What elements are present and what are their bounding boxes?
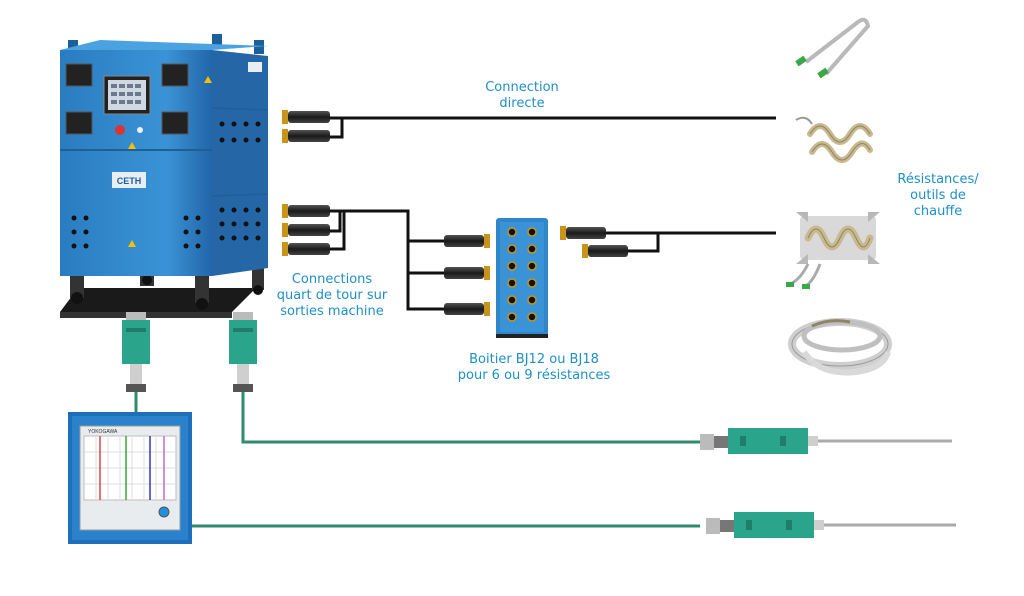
- power-plug-icon: [444, 266, 490, 280]
- power-plug-icon: [444, 234, 490, 248]
- machine-logo: CETH: [117, 176, 142, 186]
- temperature-recorder: YOKOGAWA: [68, 412, 192, 544]
- power-plug-icon: [282, 129, 330, 143]
- junction-box: [496, 218, 548, 338]
- probe-icon: [700, 428, 952, 454]
- power-plug-icon: [444, 302, 490, 316]
- thermocouple-plug-icon: [229, 312, 257, 392]
- power-plug-icon: [282, 110, 330, 124]
- heating-element-icon: [786, 212, 880, 289]
- power-cables: [330, 116, 776, 311]
- heat-treatment-machine: CETH: [60, 34, 269, 318]
- heating-element-icon: [795, 17, 871, 79]
- heating-element-icon: [788, 318, 892, 376]
- thermocouple-cables: [134, 392, 700, 528]
- heating-element-icon: [795, 116, 873, 163]
- power-plug-icon: [582, 244, 628, 258]
- power-plug-icon: [282, 204, 330, 218]
- direct-connection-label: Connection directe: [485, 80, 559, 111]
- recorder-brand: YOKOGAWA: [88, 429, 118, 435]
- probe-icon: [706, 512, 956, 538]
- heaters-label: Résistances/ outils de chauffe: [897, 172, 979, 219]
- power-plug-icon: [560, 226, 606, 240]
- thermocouple-plug-icon: [122, 312, 150, 392]
- junction-box-label: Boitier BJ12 ou BJ18 pour 6 ou 9 résista…: [457, 352, 611, 383]
- power-plug-icon: [282, 242, 330, 256]
- power-plug-icon: [282, 223, 330, 237]
- quarter-turn-label: Connections quart de tour sur sorties ma…: [276, 272, 388, 319]
